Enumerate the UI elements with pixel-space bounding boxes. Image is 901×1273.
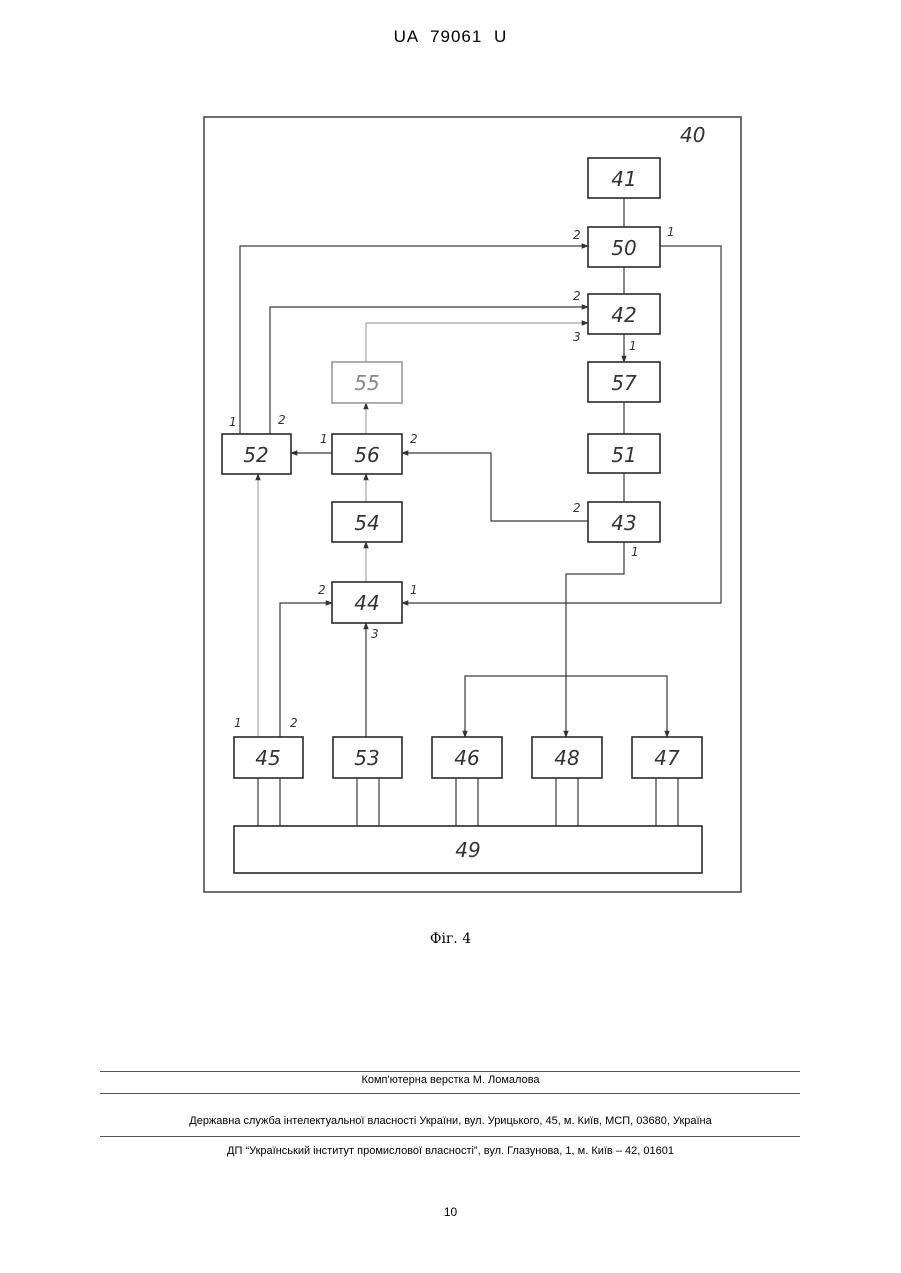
block-56: 56 [332,434,402,474]
svg-text:50: 50 [611,236,636,260]
block-41: 41 [588,158,660,198]
block-49: 49 [234,826,702,873]
svg-text:2: 2 [573,228,581,242]
footer-divider-bottom [100,1136,800,1137]
layout-credit: Комп'ютерна верстка М. Ломалова [0,1074,901,1086]
agency-address: Державна служба інтелектуальної власност… [0,1115,901,1127]
svg-text:46: 46 [454,746,479,770]
svg-text:51: 51 [611,443,636,467]
svg-text:54: 54 [354,511,379,535]
institute-address: ДП “Український інститут промислової вла… [0,1145,901,1157]
block-44: 44 [332,582,402,623]
svg-text:52: 52 [243,443,268,467]
footer-divider-middle [100,1093,800,1094]
svg-text:1: 1 [629,339,637,353]
svg-text:56: 56 [354,443,379,467]
svg-text:1: 1 [667,225,675,239]
svg-text:2: 2 [278,413,286,427]
block-52: 52 [222,434,291,474]
block-47: 47 [632,737,702,778]
svg-text:2: 2 [573,289,581,303]
svg-text:1: 1 [631,545,639,559]
svg-text:47: 47 [654,746,680,770]
svg-text:1: 1 [234,716,242,730]
svg-text:48: 48 [554,746,579,770]
svg-text:1: 1 [320,432,328,446]
svg-text:3: 3 [371,627,379,641]
block-42: 42 [588,294,660,334]
footer-divider-top [100,1071,800,1072]
block-48: 48 [532,737,602,778]
system-frame-label: 40 [680,123,705,147]
svg-text:44: 44 [354,591,379,615]
block-50: 50 [588,227,660,267]
svg-text:55: 55 [354,371,379,395]
block-46: 46 [432,737,502,778]
block-53: 53 [333,737,402,778]
page-number: 10 [0,1205,901,1219]
block-43: 43 [588,502,660,542]
block-51: 51 [588,434,660,473]
block-54: 54 [332,502,402,542]
svg-text:2: 2 [290,716,298,730]
svg-text:1: 1 [229,415,237,429]
block-45: 45 [234,737,303,778]
svg-text:2: 2 [573,501,581,515]
svg-text:57: 57 [611,371,637,395]
block-55: 55 [332,362,402,403]
svg-text:53: 53 [354,746,379,770]
svg-text:2: 2 [410,432,418,446]
svg-text:3: 3 [573,330,581,344]
figure-caption: Фіг. 4 [0,931,901,947]
svg-text:42: 42 [611,303,636,327]
svg-text:45: 45 [255,746,280,770]
block-57: 57 [588,362,660,402]
svg-text:49: 49 [455,838,480,862]
svg-text:1: 1 [410,583,418,597]
svg-text:41: 41 [611,167,636,191]
svg-text:2: 2 [318,583,326,597]
svg-text:43: 43 [611,511,636,535]
